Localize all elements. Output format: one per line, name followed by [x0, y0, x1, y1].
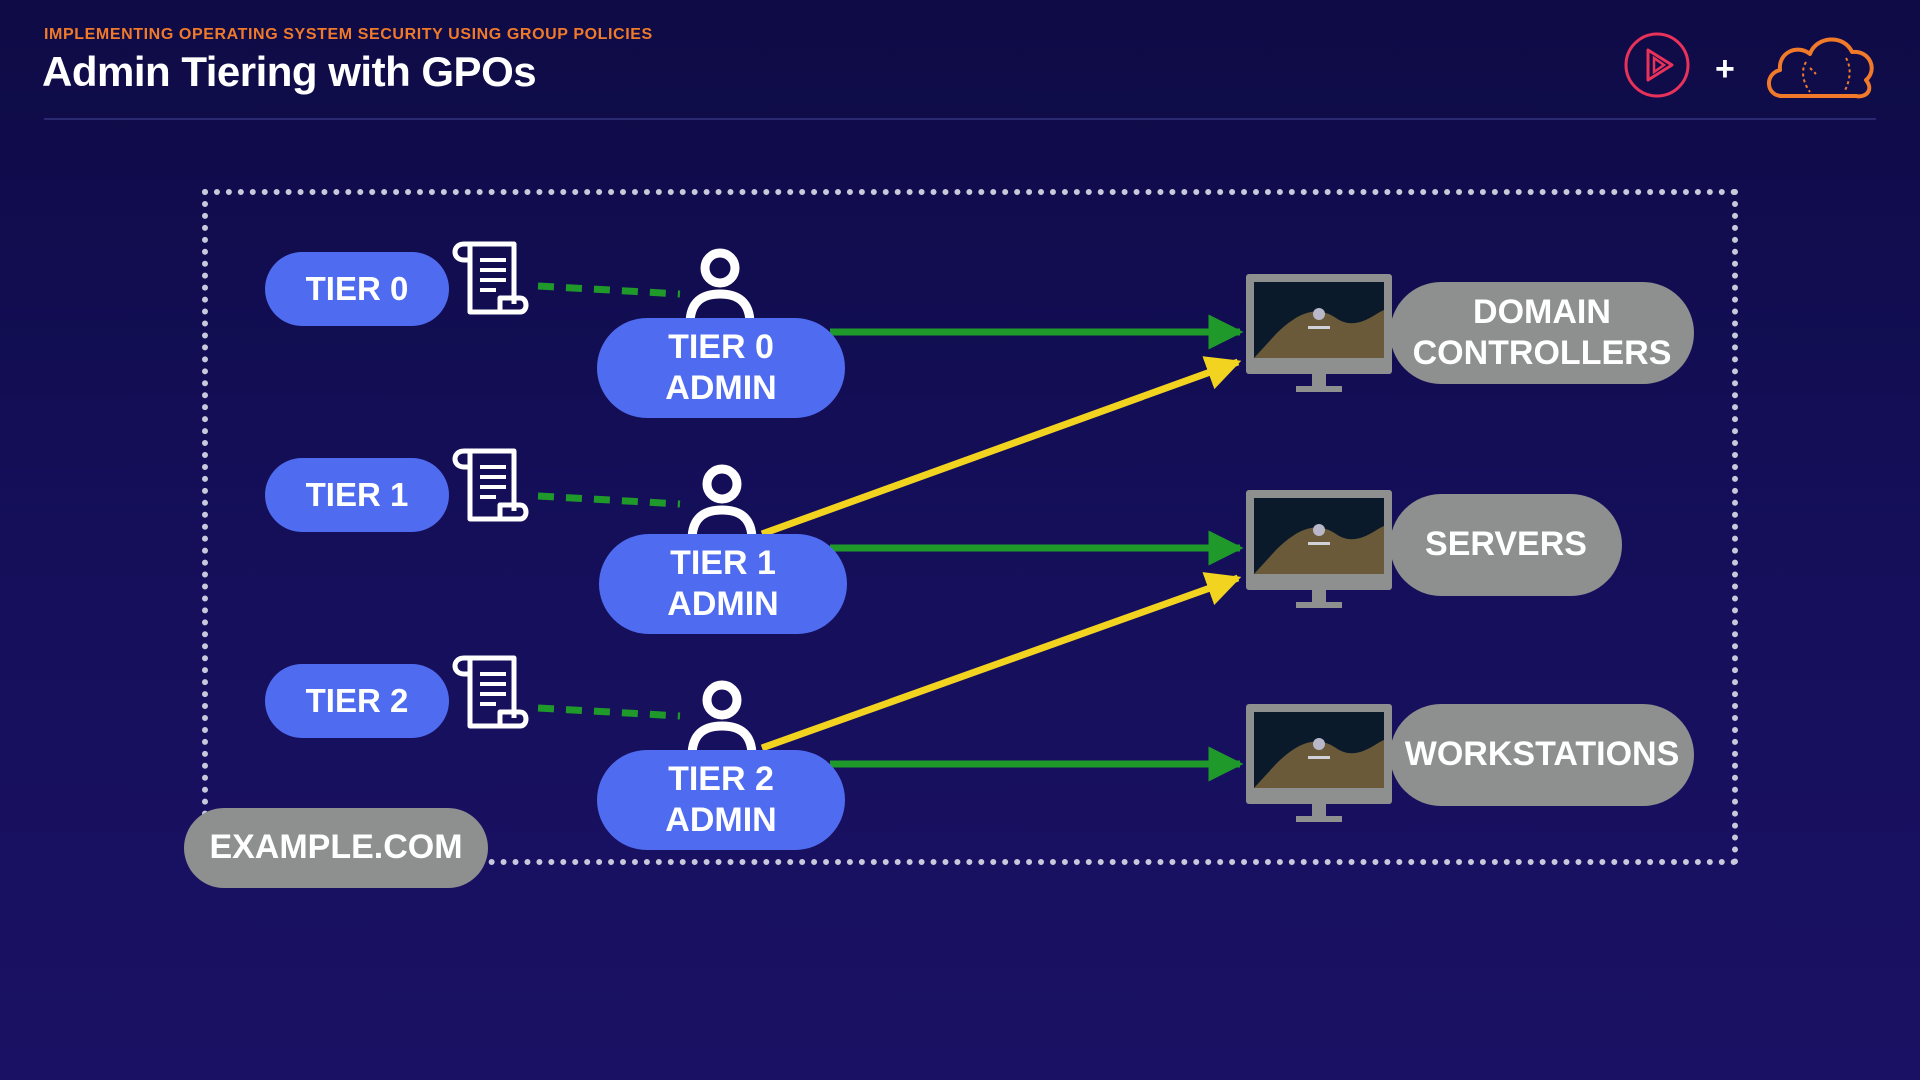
target-servers: SERVERS	[1390, 494, 1622, 596]
play-logo-icon	[1624, 32, 1690, 98]
tier2-admin-line2: ADMIN	[665, 801, 777, 839]
scroll-policy-icon	[452, 655, 529, 729]
tier0-admin-line1: TIER 0	[668, 327, 774, 366]
gpo-link-tier0	[537, 282, 681, 298]
target-servers-label: SERVERS	[1425, 525, 1587, 564]
course-subtitle: IMPLEMENTING OPERATING SYSTEM SECURITY U…	[44, 26, 653, 43]
plus-icon: +	[1715, 50, 1735, 88]
gpo-tier2-label: TIER 2	[265, 664, 449, 738]
target-dc-line1: DOMAIN	[1473, 292, 1611, 331]
domain-label: EXAMPLE.COM	[184, 808, 488, 888]
tier1-admin-line2: ADMIN	[667, 585, 779, 623]
gpo-link-tier1	[537, 492, 681, 508]
gpo-tier0-label: TIER 0	[265, 252, 449, 326]
scroll-policy-icon	[452, 241, 529, 315]
target-workstations-label: WORKSTATIONS	[1404, 735, 1680, 774]
user-icon	[685, 248, 755, 324]
arrow-tier2-to-servers	[760, 572, 1242, 752]
monitor-icon	[1246, 704, 1392, 822]
monitor-icon	[1246, 490, 1392, 608]
target-dc-line2: CONTROLLERS	[1412, 334, 1672, 372]
tier0-admin-line2: ADMIN	[665, 369, 777, 407]
scroll-policy-icon	[452, 448, 529, 522]
domain-boundary	[202, 189, 1738, 865]
tier1-admin-line1: TIER 1	[670, 543, 776, 582]
cloud-logo-icon	[1767, 37, 1874, 99]
slide-title: Admin Tiering with GPOs	[42, 48, 537, 95]
header-divider	[44, 118, 1876, 120]
monitor-icon	[1246, 274, 1392, 392]
tier2-admin-line1: TIER 2	[668, 759, 774, 798]
user-icon	[687, 464, 757, 540]
user-icon	[687, 680, 757, 756]
arrow-tier1-to-dc	[760, 356, 1242, 538]
gpo-link-tier2	[537, 704, 681, 720]
gpo-tier1-label: TIER 1	[265, 458, 449, 532]
target-workstations: WORKSTATIONS	[1390, 704, 1694, 806]
